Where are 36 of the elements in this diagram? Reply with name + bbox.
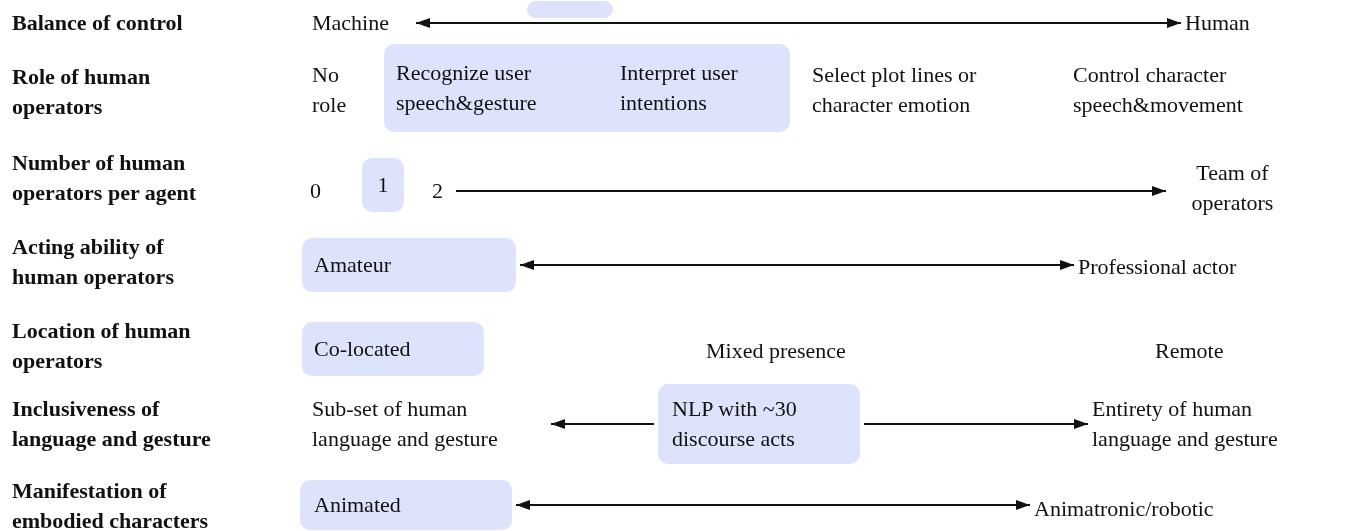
highlighted-option: Animated [300, 480, 512, 530]
option-text: Machine [312, 8, 412, 38]
highlight-marker [527, 1, 613, 18]
option-text: Sub-set of human language and gesture [312, 394, 547, 456]
arrow [455, 186, 1167, 196]
row-heading: Number of human operators per agent [12, 149, 198, 207]
option-text: Remote [1155, 336, 1255, 366]
row-heading: Location of human operators [12, 317, 192, 375]
highlighted-option: NLP with ~30 discourse acts [658, 384, 860, 464]
row-heading: Role of human operators [12, 63, 152, 121]
highlighted-option: 1 [362, 158, 404, 212]
arrow [550, 419, 655, 429]
row-heading: Inclusiveness of language and gesture [12, 395, 212, 453]
option-text: Control character speech&movement [1073, 60, 1313, 122]
option-text: Entirety of human language and gesture [1092, 394, 1317, 456]
row-heading: Acting ability of human operators [12, 233, 175, 291]
highlight-band [384, 44, 790, 132]
option-text: 0 [310, 176, 328, 206]
option-text: Animatronic/robotic [1034, 494, 1274, 524]
arrow [415, 18, 1182, 28]
row-heading: Manifestation of embodied characters [12, 477, 210, 531]
option-text: Team of operators [1170, 158, 1295, 220]
option-text: Professional actor [1078, 252, 1298, 282]
row-heading: Balance of control [12, 9, 184, 37]
highlighted-option: Amateur [302, 238, 516, 292]
option-text: Recognize user speech&gesture [396, 58, 596, 120]
option-text: Select plot lines or character emotion [812, 60, 1042, 122]
option-text: No role [312, 60, 364, 122]
arrow [519, 260, 1075, 270]
arrow [863, 419, 1089, 429]
option-text: 2 [432, 176, 452, 206]
highlighted-option: Co-located [302, 322, 484, 376]
option-text: Mixed presence [706, 336, 906, 366]
arrow [515, 500, 1031, 510]
option-text: Human [1185, 8, 1265, 38]
option-text: Interpret user intentions [620, 58, 790, 120]
